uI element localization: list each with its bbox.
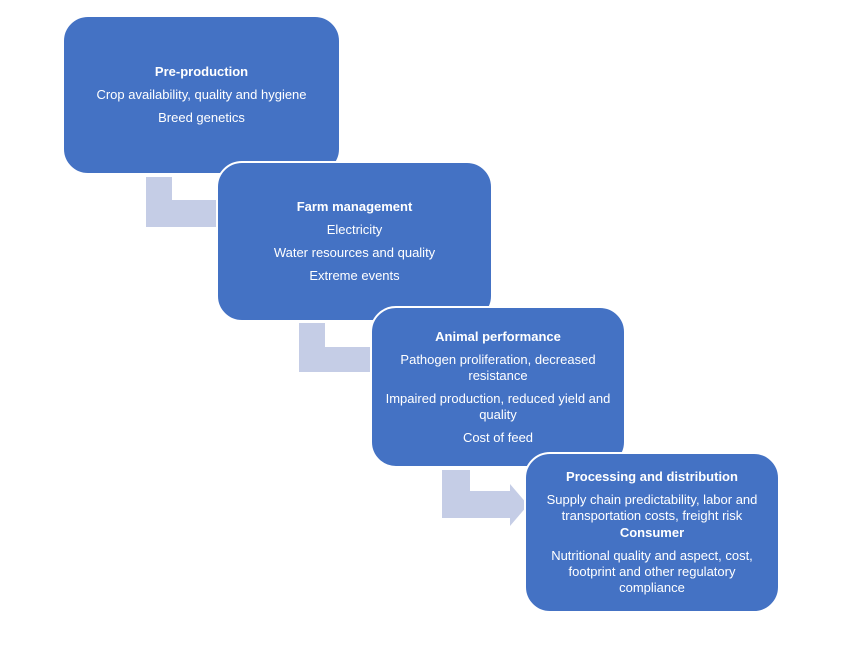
connector-arrow-3-to-4 [442, 470, 528, 526]
stage-title: Pre-production [154, 64, 249, 79]
stage-item: Supply chain predictability, labor and t… [546, 492, 758, 523]
stage-title: Farm management [296, 199, 413, 214]
stage-title: Animal performance [435, 328, 561, 344]
stage-item: Impaired production, reduced yield and q… [385, 390, 611, 422]
stage-box-processing-and-distribution: Processing and distribution Supply chain… [524, 452, 780, 613]
stage-title: Processing and distribution [566, 469, 738, 484]
stage-item: Crop availability, quality and hygiene [96, 87, 307, 102]
stage-subtitle: Consumer [619, 525, 685, 540]
stage-item: Pathogen proliferation, decreased resist… [400, 351, 596, 383]
stage-item: Breed genetics [158, 110, 245, 125]
stage-box-pre-production: Pre-production Crop availability, qualit… [62, 15, 341, 175]
stage-item: Water resources and quality [273, 245, 436, 260]
stage-item: Cost of feed [462, 429, 534, 445]
stage-item: Electricity [326, 222, 383, 237]
connector-arrow-1-to-2 [146, 177, 222, 227]
stage-box-farm-management: Farm management Electricity Water resour… [216, 161, 493, 322]
connector-arrow-2-to-3 [299, 323, 376, 372]
stage-item: Extreme events [309, 268, 400, 283]
stage-box-animal-performance: Animal performance Pathogen proliferatio… [370, 306, 626, 468]
stage-item: Nutritional quality and aspect, cost, fo… [551, 548, 753, 595]
